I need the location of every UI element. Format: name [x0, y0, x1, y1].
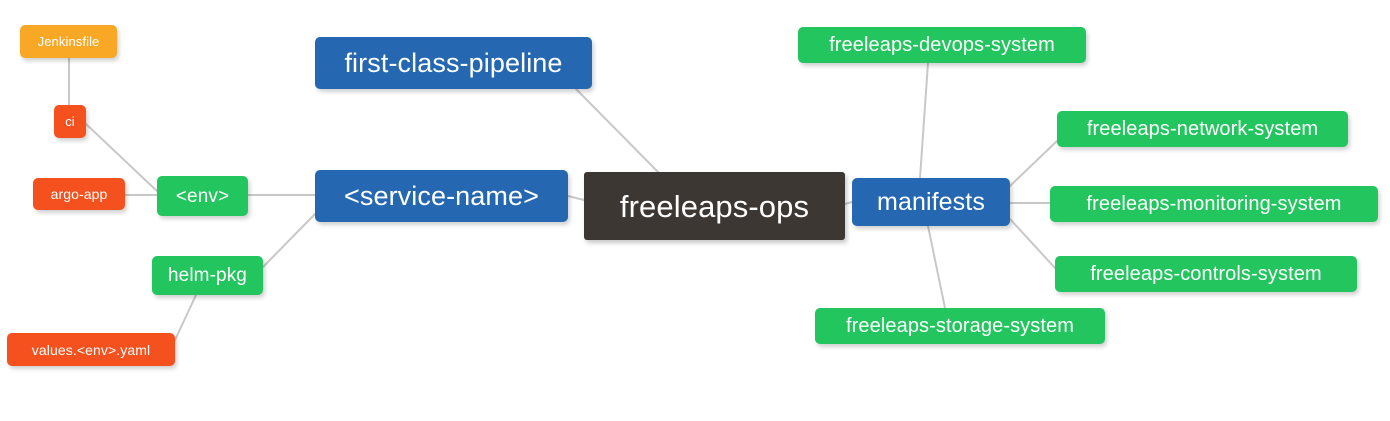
- edge-manifests-to-freeleaps-network-system: [1009, 140, 1058, 187]
- edge-manifests-to-freeleaps-controls-system: [1009, 218, 1056, 269]
- edge-manifests-to-freeleaps-storage-system: [927, 225, 946, 309]
- node-freeleaps-monitoring-system[interactable]: freeleaps-monitoring-system: [1050, 186, 1378, 222]
- edge-manifests-to-freeleaps-devops-system: [919, 62, 929, 179]
- edge-first-class-pipeline-to-freeleaps-ops: [575, 88, 661, 175]
- node-freeleaps-ops[interactable]: freeleaps-ops: [584, 172, 845, 240]
- node-freeleaps-network-system[interactable]: freeleaps-network-system: [1057, 111, 1348, 147]
- node-freeleaps-devops-system[interactable]: freeleaps-devops-system: [798, 27, 1086, 63]
- node-service-name[interactable]: <service-name>: [315, 170, 568, 222]
- node-freeleaps-controls-system[interactable]: freeleaps-controls-system: [1055, 256, 1357, 292]
- node-jenkinsfile[interactable]: Jenkinsfile: [20, 25, 117, 58]
- node-argo-app[interactable]: argo-app: [33, 178, 125, 210]
- edge-service-name-to-helm-pkg: [262, 213, 316, 268]
- node-first-class-pipeline[interactable]: first-class-pipeline: [315, 37, 592, 89]
- node-helm-pkg[interactable]: helm-pkg: [152, 256, 263, 295]
- edge-freeleaps-ops-to-manifests: [844, 201, 853, 205]
- node-manifests[interactable]: manifests: [852, 178, 1010, 226]
- node-values-yaml[interactable]: values.<env>.yaml: [7, 333, 175, 366]
- node-env[interactable]: <env>: [157, 176, 248, 216]
- edge-service-name-to-freeleaps-ops: [567, 195, 585, 201]
- node-freeleaps-storage-system[interactable]: freeleaps-storage-system: [815, 308, 1105, 344]
- edge-helm-pkg-to-values-yaml: [174, 294, 197, 341]
- node-ci[interactable]: ci: [54, 105, 86, 138]
